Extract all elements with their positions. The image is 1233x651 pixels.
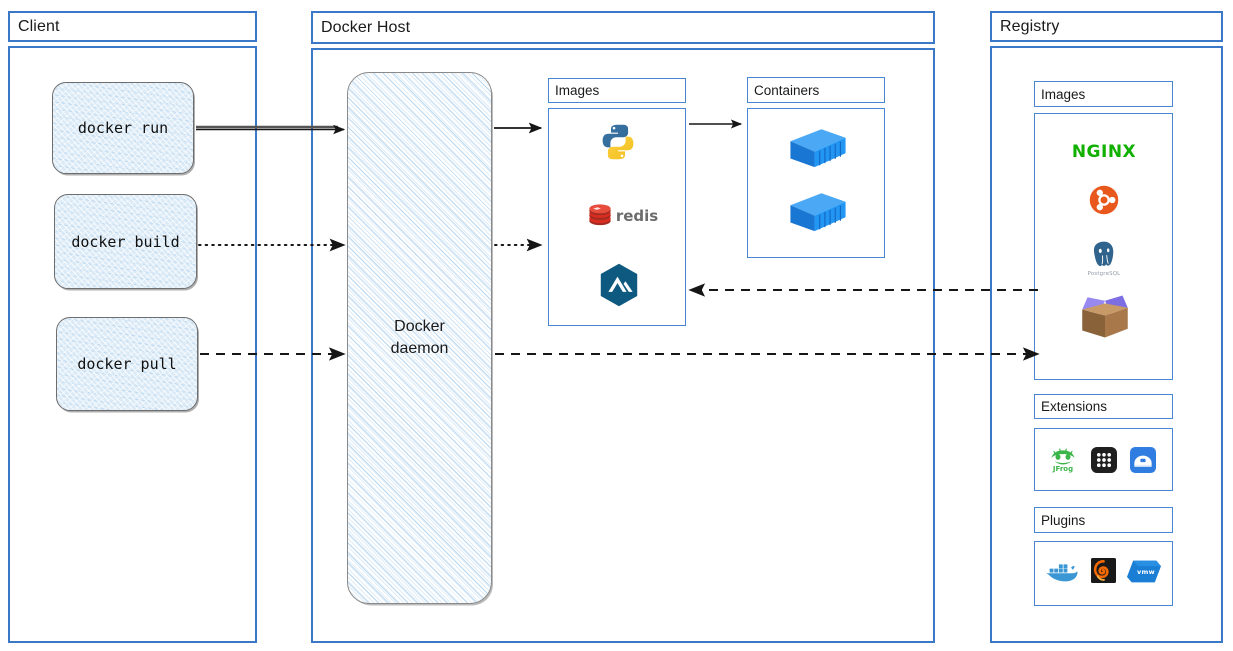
daemon-line-1: Docker — [394, 318, 445, 336]
command-box-docker-pull[interactable]: docker pull — [56, 317, 198, 411]
postgresql-logo: PostgreSQL — [1082, 236, 1126, 280]
redis-logo: redis — [588, 203, 658, 229]
registry-group-label: Registry — [990, 11, 1223, 42]
docker-daemon-label: Docker daemon — [391, 316, 449, 359]
command-label: docker pull — [77, 355, 177, 373]
registry-images-label-text: Images — [1041, 86, 1086, 102]
daemon-line-2: daemon — [390, 340, 449, 357]
command-label: docker run — [77, 119, 169, 137]
package-box-logo — [1076, 290, 1134, 342]
ubuntu-logo — [1088, 184, 1120, 216]
command-label: docker build — [71, 232, 180, 251]
command-box-docker-run[interactable]: docker run — [52, 82, 194, 174]
blue-app-logo — [1129, 446, 1157, 474]
jfrog-wordmark: JFrog — [1052, 464, 1074, 473]
python-logo — [598, 122, 638, 162]
registry-label-text: Registry — [1000, 17, 1060, 35]
client-group-label: Client — [8, 11, 257, 42]
docker-host-label-text: Docker Host — [321, 18, 411, 36]
container-icon — [787, 189, 849, 237]
client-label-text: Client — [18, 17, 60, 35]
host-containers-label-text: Containers — [754, 82, 820, 98]
grafana-logo — [1089, 556, 1117, 584]
host-containers-label: Containers — [747, 77, 885, 103]
vmware-logo: vmw — [1126, 557, 1162, 585]
host-images-panel — [548, 108, 686, 326]
registry-plugins-label-text: Plugins — [1041, 512, 1086, 528]
registry-images-label: Images — [1034, 81, 1173, 107]
registry-extensions-label: Extensions — [1034, 394, 1173, 419]
postgresql-wordmark: PostgreSQL — [1087, 270, 1121, 277]
alpine-logo — [598, 262, 640, 307]
host-images-label-text: Images — [555, 83, 600, 98]
docker-daemon-box[interactable]: Docker daemon — [347, 72, 492, 604]
redis-wordmark: redis — [615, 207, 659, 225]
docker-whale-logo — [1044, 557, 1080, 587]
registry-plugins-label: Plugins — [1034, 507, 1173, 533]
jfrog-logo: JFrog — [1046, 442, 1080, 476]
app-grid-logo — [1090, 446, 1118, 474]
nginx-logo: NGINX — [1064, 140, 1144, 164]
host-images-label: Images — [548, 78, 686, 103]
command-box-docker-build[interactable]: docker build — [54, 194, 197, 289]
nginx-wordmark: NGINX — [1071, 142, 1137, 162]
docker-host-group-label: Docker Host — [311, 11, 935, 44]
registry-extensions-label-text: Extensions — [1041, 399, 1108, 414]
container-icon — [787, 125, 849, 173]
vmware-wordmark: vmw — [1137, 568, 1155, 576]
